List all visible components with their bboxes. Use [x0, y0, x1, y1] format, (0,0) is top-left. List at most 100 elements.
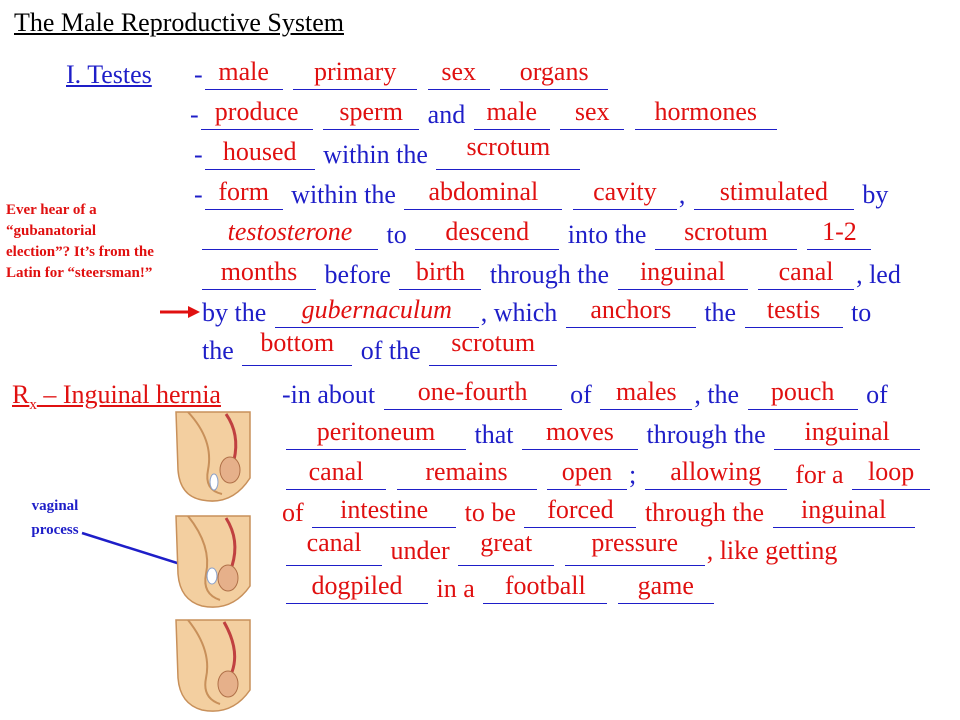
- blank: one-fourth: [383, 377, 562, 410]
- line-text: that: [474, 420, 514, 449]
- line-text: , which: [480, 298, 558, 327]
- line-text: ;: [629, 460, 637, 489]
- blank: bottom: [242, 328, 353, 366]
- blank: loop: [852, 457, 931, 490]
- blank: testis: [744, 295, 843, 328]
- line-text: in a: [436, 574, 475, 603]
- line-text: , led: [856, 260, 901, 289]
- line-text: for a: [795, 460, 844, 489]
- hernia-line-5: canal under great pressure, like getting: [284, 528, 838, 566]
- hernia-heading-text: – Inguinal hernia: [36, 380, 221, 409]
- blank: allowing: [644, 457, 787, 490]
- blank: sex: [560, 97, 625, 130]
- gubernaculum-note: Ever hear of a “gubanatorial election”? …: [6, 202, 154, 281]
- testes-line-7: by the gubernaculum, which anchors the t…: [202, 295, 872, 328]
- rx-letter: R: [12, 380, 30, 409]
- rx-subscript: x: [29, 397, 37, 414]
- blank: cavity: [572, 177, 677, 210]
- blank: birth: [399, 257, 482, 290]
- hernia-line-3: canal remains open; allowing for a loop: [284, 457, 932, 490]
- line-text: through the: [489, 260, 610, 289]
- blank: 1-2: [807, 217, 872, 250]
- line-text: to: [851, 298, 872, 327]
- red-arrow-icon: [160, 306, 200, 318]
- blank: football: [483, 571, 608, 604]
- line-text: of the: [360, 336, 421, 365]
- blank: open: [547, 457, 627, 490]
- blank: remains: [396, 457, 537, 490]
- dash: -: [194, 140, 203, 169]
- blank: canal: [286, 528, 382, 566]
- blank: inguinal: [617, 257, 748, 290]
- blank: males: [600, 377, 693, 410]
- vaginal-process-label: vaginal process: [31, 498, 79, 538]
- hernia-illustration-1: [175, 411, 251, 502]
- blank: game: [617, 571, 714, 604]
- line-text: , the: [694, 380, 740, 409]
- blank: sex: [427, 57, 490, 90]
- hernia-illustration-3: [175, 619, 251, 712]
- dash: -: [194, 180, 203, 209]
- blank: dogpiled: [286, 571, 428, 604]
- blank: inguinal: [772, 495, 915, 528]
- blank: organs: [500, 57, 609, 90]
- blank: forced: [524, 495, 637, 528]
- blank: moves: [522, 417, 638, 450]
- line-text: ,: [678, 180, 686, 209]
- testes-line-3: -housed within the scrotum: [194, 132, 582, 170]
- hernia-line-6: dogpiled in a football game: [284, 571, 716, 604]
- blank: sperm: [323, 97, 420, 130]
- blank: months: [202, 257, 316, 290]
- blank: canal: [286, 457, 386, 490]
- blank: male: [204, 57, 283, 90]
- line-text: into the: [567, 220, 647, 249]
- blank: pouch: [747, 377, 858, 410]
- blank: stimulated: [693, 177, 854, 210]
- line-text: the: [704, 298, 737, 327]
- blank: testosterone: [202, 217, 378, 250]
- blank: produce: [200, 97, 313, 130]
- hernia-illustration-2: [175, 515, 251, 608]
- section-testes-heading: I. Testes: [66, 60, 152, 89]
- line-text: to be: [464, 498, 516, 527]
- blank: scrotum: [429, 328, 558, 366]
- line-text: of: [570, 380, 592, 409]
- hernia-line-1: -in about one-fourth of males, the pouch…: [282, 377, 888, 410]
- line-text: by: [862, 180, 889, 209]
- blank: housed: [204, 137, 315, 170]
- line-text: within the: [291, 180, 396, 209]
- line-text: through the: [646, 420, 766, 449]
- blank: pressure: [564, 528, 705, 566]
- hernia-line-2: peritoneum that moves through the inguin…: [284, 417, 922, 450]
- line-text: the: [202, 336, 234, 365]
- page-title: The Male Reproductive System: [14, 8, 344, 37]
- line-text: through the: [644, 498, 765, 527]
- line-text: -in about: [282, 380, 376, 409]
- testes-line-1: -male primary sex organs: [194, 57, 610, 90]
- line-text: under: [390, 536, 450, 565]
- blank: male: [473, 97, 550, 130]
- blank: descend: [415, 217, 560, 250]
- line-text: , like getting: [706, 536, 838, 565]
- line-text: to: [386, 220, 407, 249]
- testes-line-6: months before birth through the inguinal…: [200, 257, 901, 290]
- blank: hormones: [634, 97, 777, 130]
- testes-line-4: -form within the abdominal cavity, stimu…: [194, 177, 889, 210]
- testes-line-8: the bottom of the scrotum: [202, 328, 559, 366]
- blank: peritoneum: [286, 417, 466, 450]
- line-text: before: [324, 260, 391, 289]
- line-text: of: [866, 380, 888, 409]
- blank: gubernaculum: [274, 295, 479, 328]
- testes-line-2: -produce sperm and male sex hormones: [190, 97, 779, 130]
- blank: canal: [758, 257, 855, 290]
- dash: -: [194, 60, 203, 89]
- dash: -: [190, 100, 199, 129]
- line-text: within the: [323, 140, 428, 169]
- blank: intestine: [312, 495, 457, 528]
- line-text: of: [282, 498, 304, 527]
- testes-line-5: testosterone to descend into the scrotum…: [200, 217, 873, 250]
- blank: scrotum: [654, 217, 797, 250]
- line-text: and: [427, 100, 466, 129]
- blank: great: [458, 528, 555, 566]
